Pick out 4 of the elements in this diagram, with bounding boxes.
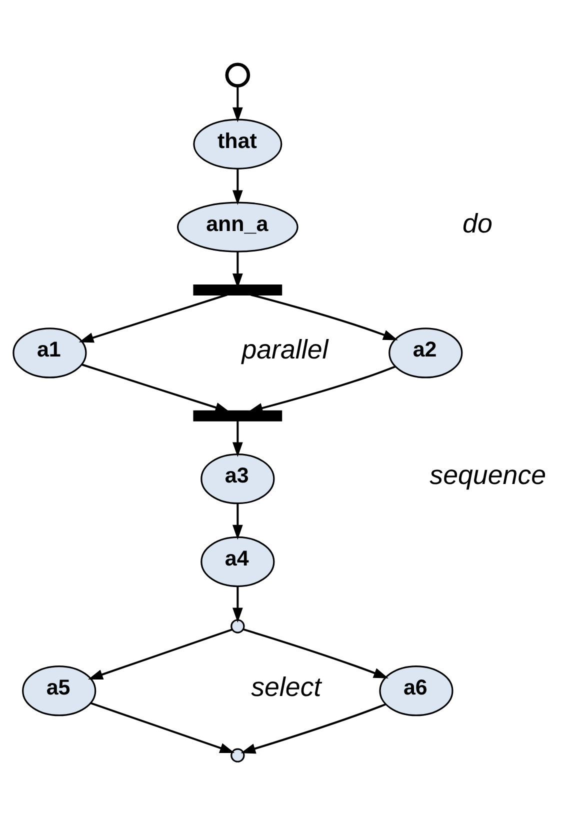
- label: parallel: [242, 334, 328, 364]
- label: do: [462, 208, 492, 238]
- label: select: [251, 672, 322, 702]
- label: sequence: [430, 460, 546, 490]
